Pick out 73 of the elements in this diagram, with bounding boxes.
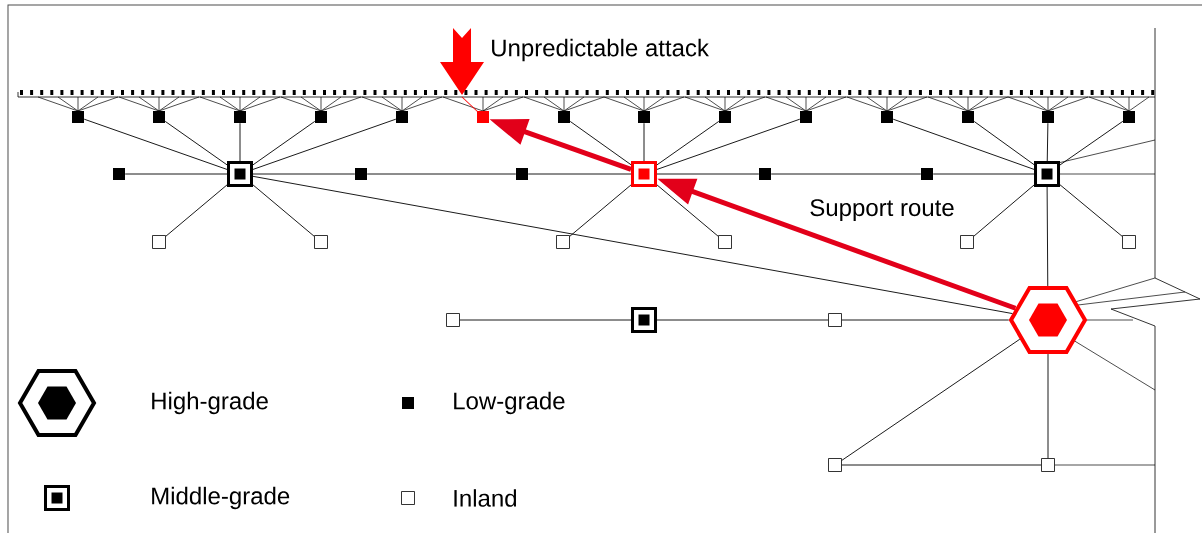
connector-line xyxy=(569,184,632,237)
low-grade-square xyxy=(881,111,893,123)
low-grade-square xyxy=(921,168,933,180)
connector-line xyxy=(892,118,1035,170)
legend-label: Middle-grade xyxy=(152,486,290,510)
low-grade-square xyxy=(719,111,731,123)
connector-line xyxy=(1059,120,1124,166)
low-grade-square xyxy=(477,111,489,123)
connector-line xyxy=(656,118,801,170)
connector-line xyxy=(459,319,632,321)
callout-text: Unpredictable attack xyxy=(492,38,709,62)
middle-grade-square xyxy=(227,161,253,187)
connector-line xyxy=(252,173,356,175)
connector-line xyxy=(1059,184,1123,237)
legend-label: High-grade xyxy=(152,391,268,415)
connector-line xyxy=(841,338,1021,461)
legend-label: Inland xyxy=(454,489,517,507)
connector-line xyxy=(124,173,228,175)
connector-line xyxy=(656,120,720,166)
connector-line xyxy=(1047,353,1049,459)
inland-square xyxy=(446,313,460,327)
inland-square xyxy=(1041,458,1055,472)
inland-square xyxy=(718,235,732,249)
connector-line xyxy=(656,184,719,237)
inland-square xyxy=(1122,235,1136,249)
low-grade-square xyxy=(72,111,84,123)
connector-line xyxy=(770,173,922,175)
connector-line xyxy=(643,122,645,162)
inland-square xyxy=(152,235,166,249)
middle-grade-square xyxy=(631,307,657,333)
connector-line xyxy=(252,175,1013,314)
low-grade-square xyxy=(558,111,570,123)
connector-line xyxy=(239,122,241,162)
legend-label: Low-grade xyxy=(454,391,565,415)
connector-line xyxy=(165,184,228,237)
inland-square xyxy=(556,235,570,249)
inland-square xyxy=(828,313,842,327)
connector-line xyxy=(527,173,632,175)
connector-line xyxy=(656,173,760,175)
middle-grade-square xyxy=(1034,161,1060,187)
low-grade-square xyxy=(113,168,125,180)
low-grade-square xyxy=(234,111,246,123)
connector-line xyxy=(252,118,397,170)
connector-line xyxy=(252,184,315,237)
inland-square xyxy=(314,235,328,249)
low-grade-square xyxy=(1123,111,1135,123)
inland-square xyxy=(960,235,974,249)
connector-line xyxy=(1046,122,1049,162)
low-grade-square xyxy=(396,111,408,123)
connector-line xyxy=(656,319,829,321)
inland-square xyxy=(828,458,842,472)
low-grade-square xyxy=(153,111,165,123)
connector-line xyxy=(973,121,1035,166)
connector-line xyxy=(932,173,1035,175)
connector-line xyxy=(841,319,1010,321)
low-grade-square xyxy=(638,111,650,123)
low-grade-square xyxy=(962,111,974,123)
low-grade-square xyxy=(800,111,812,123)
connector-line xyxy=(1046,186,1049,287)
connector-line xyxy=(569,120,632,166)
low-grade-square xyxy=(1042,111,1054,123)
connector-line xyxy=(164,120,228,166)
connector-line xyxy=(973,184,1035,237)
connector-line xyxy=(252,120,316,166)
middle-grade-square xyxy=(631,161,657,187)
low-grade-square xyxy=(355,168,367,180)
edge-label: Support route xyxy=(807,197,957,223)
connector-line xyxy=(83,118,228,170)
low-grade-square xyxy=(516,168,528,180)
connector-line xyxy=(841,464,1042,466)
low-grade-square xyxy=(759,168,771,180)
connector-line xyxy=(366,173,517,175)
low-grade-square xyxy=(315,111,327,123)
